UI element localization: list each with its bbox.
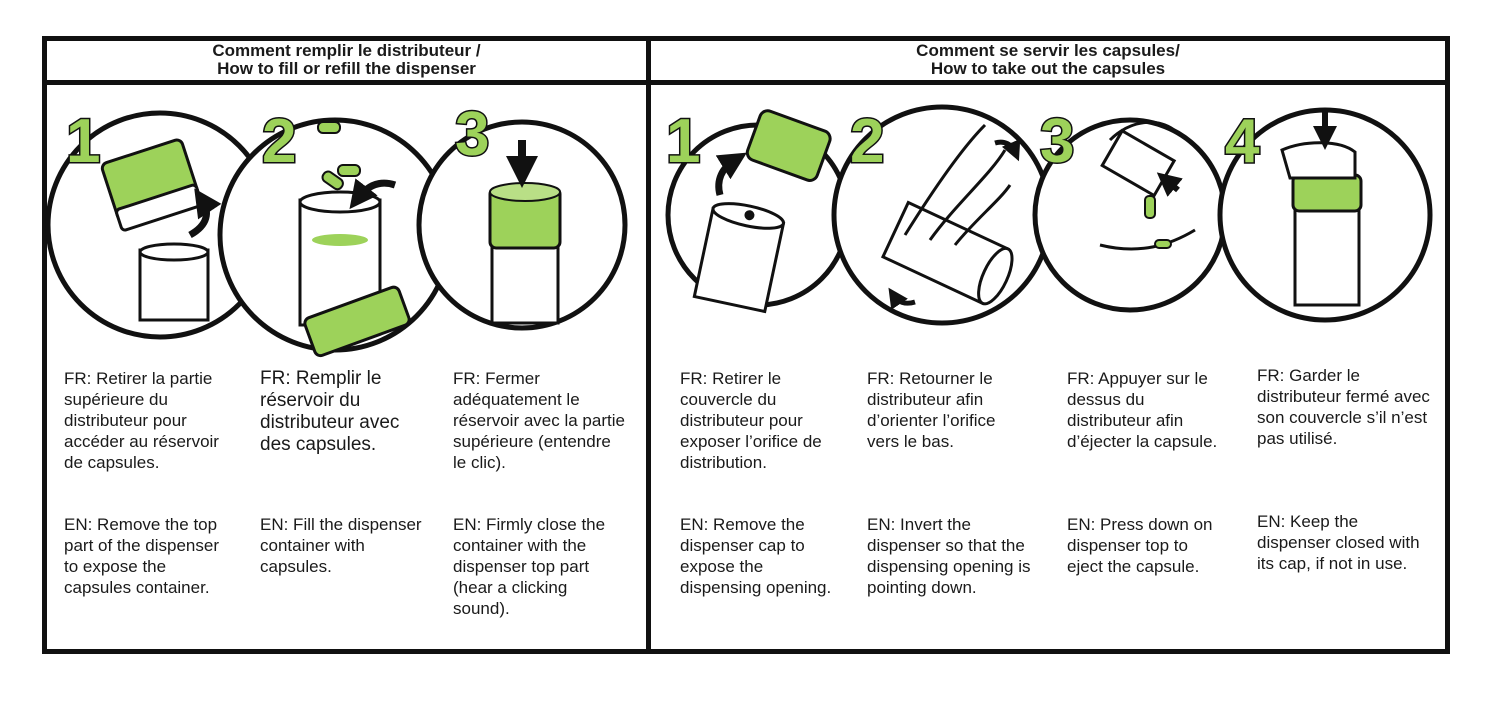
dispense-step-2-text: FR: Retourner le distributeur afin d’ori… — [867, 368, 1032, 452]
section-dispense-header: Comment se servir les capsules/ How to t… — [651, 40, 1445, 80]
capsule-icon — [1154, 239, 1172, 249]
curved-arrow-icon — [715, 152, 747, 196]
palm-icon — [1099, 228, 1196, 251]
dispense-step-1-en: EN: Remove the dispenser cap to expose t… — [680, 515, 832, 597]
dispense-step-4-fr: FR: Garder le distributeur fermé avec so… — [1257, 366, 1430, 448]
dispenser-cap-icon — [303, 285, 411, 358]
dispense-step-2-number: 2 — [850, 107, 884, 176]
fill-step-3-fr: FR: Fermer adéquatement le réservoir ave… — [453, 369, 625, 472]
dispense-step-1-text: FR: Retirer le couvercle du distributeur… — [680, 368, 840, 473]
section-fill-title-fr: Comment remplir le distributeur / — [212, 41, 481, 60]
dispenser-cap-icon — [745, 109, 832, 182]
container-icon — [138, 242, 210, 322]
curved-arrow-icon — [888, 287, 916, 310]
dispense-step-3-text: FR: Appuyer sur le dessus du distributeu… — [1067, 368, 1227, 452]
fill-step-1-fr: FR: Retirer la partie supérieure du dist… — [64, 369, 219, 472]
dispense-step-3-number: 3 — [1040, 107, 1074, 176]
capsule-icon — [1144, 195, 1156, 219]
dispense-step-4-en: EN: Keep the dispenser closed with its c… — [1257, 512, 1420, 573]
capsule-icon — [337, 164, 361, 177]
section-divider — [646, 36, 651, 654]
instructions-frame — [42, 36, 1450, 654]
dispense-step-4-text: FR: Garder le distributeur fermé avec so… — [1257, 365, 1432, 449]
arrow-icon — [1156, 172, 1183, 197]
section-fill-header: Comment remplir le distributeur / How to… — [47, 40, 646, 80]
inverted-dispenser-icon — [880, 200, 1014, 306]
fill-step-3-number: 3 — [455, 100, 489, 169]
curved-arrow-icon — [188, 188, 222, 239]
fill-step-3-en: EN: Firmly close the container with the … — [453, 515, 606, 618]
fill-step-2-fr: FR: Remplir le réservoir du distributeur… — [260, 368, 400, 455]
hand-icon — [1280, 141, 1357, 180]
fill-step-2-number: 2 — [262, 107, 296, 176]
hand-icon — [903, 123, 1012, 246]
hand-icon — [1108, 120, 1182, 142]
fill-step-3-text: FR: Fermer adéquatement le réservoir ave… — [453, 368, 628, 473]
dispenser-cap-icon — [100, 138, 203, 232]
dispense-step-3-fr: FR: Appuyer sur le dessus du distributeu… — [1067, 369, 1218, 451]
closed-dispenser-icon — [1291, 173, 1363, 307]
curved-arrow-icon — [994, 138, 1021, 162]
section-dispense-title-fr: Comment se servir les capsules/ — [916, 41, 1180, 60]
section-dispense-title-en: How to take out the capsules — [930, 59, 1166, 78]
dispense-step-2-fr: FR: Retourner le distributeur afin d’ori… — [867, 369, 996, 451]
fill-step-3-illustration — [416, 119, 628, 331]
dispense-step-1-fr: FR: Retirer le couvercle du distributeur… — [680, 369, 822, 472]
dispense-step-1-number: 1 — [666, 107, 700, 176]
fill-step-2-en: EN: Fill the dispenser container with ca… — [260, 515, 422, 576]
section-fill-title-en: How to fill or refill the dispenser — [217, 59, 476, 78]
capsule-icon — [321, 170, 344, 191]
header-divider — [42, 80, 1450, 85]
dispense-step-2-illustration — [831, 104, 1053, 326]
dispense-step-4-number: 4 — [1225, 107, 1260, 176]
fill-step-1-illustration — [45, 110, 275, 340]
dispense-step-3-illustration — [1032, 117, 1228, 313]
fill-step-1-en: EN: Remove the top part of the dispenser… — [64, 515, 219, 597]
fill-step-1-text: FR: Retirer la partie supérieure du dist… — [64, 368, 234, 473]
fill-step-2-text: FR: Remplir le réservoir du distributeur… — [260, 368, 430, 456]
dispense-step-3-en: EN: Press down on dispenser top to eject… — [1067, 515, 1213, 576]
dispense-step-1-illustration — [665, 109, 851, 314]
dispense-step-2-en: EN: Invert the dispenser so that the dis… — [867, 515, 1031, 597]
closed-dispenser-icon — [488, 182, 562, 325]
curved-arrow-icon — [349, 178, 397, 210]
dispense-step-4-illustration — [1217, 107, 1433, 323]
dispenser-body-icon — [692, 202, 786, 314]
fill-step-2-illustration — [217, 117, 453, 358]
capsule-icon — [317, 121, 341, 134]
fill-step-1-number: 1 — [66, 107, 100, 176]
